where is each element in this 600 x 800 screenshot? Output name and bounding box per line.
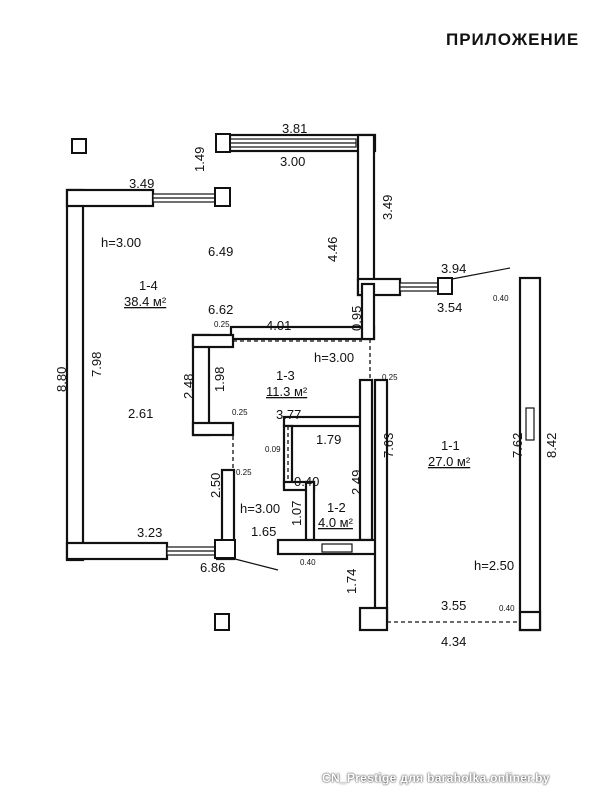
wall-room12-left [220, 468, 236, 552]
dim-6-62: 6.62 [208, 302, 233, 317]
dim-1-07: 1.07 [289, 501, 304, 526]
dim-8-42: 8.42 [544, 433, 559, 458]
dim-3-94: 3.94 [441, 261, 466, 276]
column-top-left [215, 133, 231, 153]
small-dim-0-40-b: 0.40 [300, 558, 316, 567]
dim-2-49: 2.49 [349, 470, 364, 495]
marker-square-bottom [214, 613, 230, 631]
window-room12 [321, 543, 353, 553]
wall-left [65, 188, 85, 562]
door-line-bottom [234, 558, 279, 571]
dim-7-98: 7.98 [89, 352, 104, 377]
column-right-step [437, 277, 453, 295]
dim-0-40-mid: 0.40 [294, 474, 319, 489]
wall-inner-vertical [360, 282, 376, 341]
dim-1-65: 1.65 [251, 524, 276, 539]
small-dim-0-25-a: 0.25 [214, 320, 230, 329]
dim-7-62: 7.62 [510, 433, 525, 458]
dim-3-81: 3.81 [282, 121, 307, 136]
dim-1-98: 1.98 [212, 367, 227, 392]
room-1-1-id: 1-1 [441, 438, 460, 453]
wall-right-bottom-right [518, 610, 542, 632]
dim-3-77: 3.77 [276, 407, 301, 422]
dim-2-48: 2.48 [181, 374, 196, 399]
dim-8-80: 8.80 [54, 367, 69, 392]
dim-3-49-right: 3.49 [380, 195, 395, 220]
room-1-4-area: 38.4 м² [124, 294, 167, 309]
page-title: ПРИЛОЖЕНИЕ [446, 30, 580, 49]
room-1-3-area: 11.3 м² [266, 384, 308, 399]
dim-4-46: 4.46 [325, 237, 340, 262]
dim-2-61: 2.61 [128, 406, 153, 421]
height-room-1-3: h=3.00 [314, 350, 354, 365]
dim-2-50: 2.50 [208, 473, 223, 498]
dim-3-54: 3.54 [437, 300, 462, 315]
dim-4-01: 4.01 [266, 318, 291, 333]
wall-right-room-left [373, 378, 389, 622]
dim-6-49: 6.49 [208, 244, 233, 259]
dim-3-23: 3.23 [137, 525, 162, 540]
dim-4-34: 4.34 [441, 634, 466, 649]
room-1-4-id: 1-4 [139, 278, 158, 293]
wall-top-left [65, 188, 155, 208]
wall-right-room-bottom-left [358, 606, 389, 632]
room-1-2-id: 1-2 [327, 500, 346, 515]
small-dim-0-40-a: 0.40 [493, 294, 509, 303]
wall-room13-bottom [191, 421, 235, 437]
room-1-3-id: 1-3 [276, 368, 295, 383]
room-1-1-area: 27.0 м² [428, 454, 471, 469]
small-dim-0-40-c: 0.40 [499, 604, 515, 613]
height-room-1-2: h=3.00 [240, 501, 280, 516]
room-1-2-area: 4.0 м² [318, 515, 354, 530]
wall-top-right [356, 133, 376, 297]
dim-1-74: 1.74 [344, 569, 359, 594]
small-dim-0-25-b: 0.25 [382, 373, 398, 382]
dim-3-55: 3.55 [441, 598, 466, 613]
dim-1-79: 1.79 [316, 432, 341, 447]
dim-6-86: 6.86 [200, 560, 225, 575]
door-line-right [451, 267, 511, 280]
dim-0-95: 0.95 [349, 306, 364, 331]
height-room-1-4: h=3.00 [101, 235, 141, 250]
dim-1-49: 1.49 [192, 147, 207, 172]
height-room-1-1: h=2.50 [474, 558, 514, 573]
column-upper-left [214, 187, 231, 207]
dim-3-49-top: 3.49 [129, 176, 154, 191]
small-dim-0-09: 0.09 [265, 445, 281, 454]
watermark: CN_Prestige для baraholka.onliner.by [322, 771, 550, 785]
wall-room12-post [304, 480, 316, 542]
wall-bottom-left [65, 541, 169, 561]
small-dim-0-25-c: 0.25 [232, 408, 248, 417]
window-right-outer [525, 407, 535, 441]
small-dim-0-25-d: 0.25 [236, 468, 252, 477]
dim-3-00-top: 3.00 [280, 154, 305, 169]
wall-partition-right [358, 378, 374, 542]
wall-room13-top [191, 333, 235, 349]
marker-square-top-left [71, 138, 87, 154]
column-bottom-mid [214, 539, 236, 559]
dim-7-63: 7.63 [381, 433, 396, 458]
